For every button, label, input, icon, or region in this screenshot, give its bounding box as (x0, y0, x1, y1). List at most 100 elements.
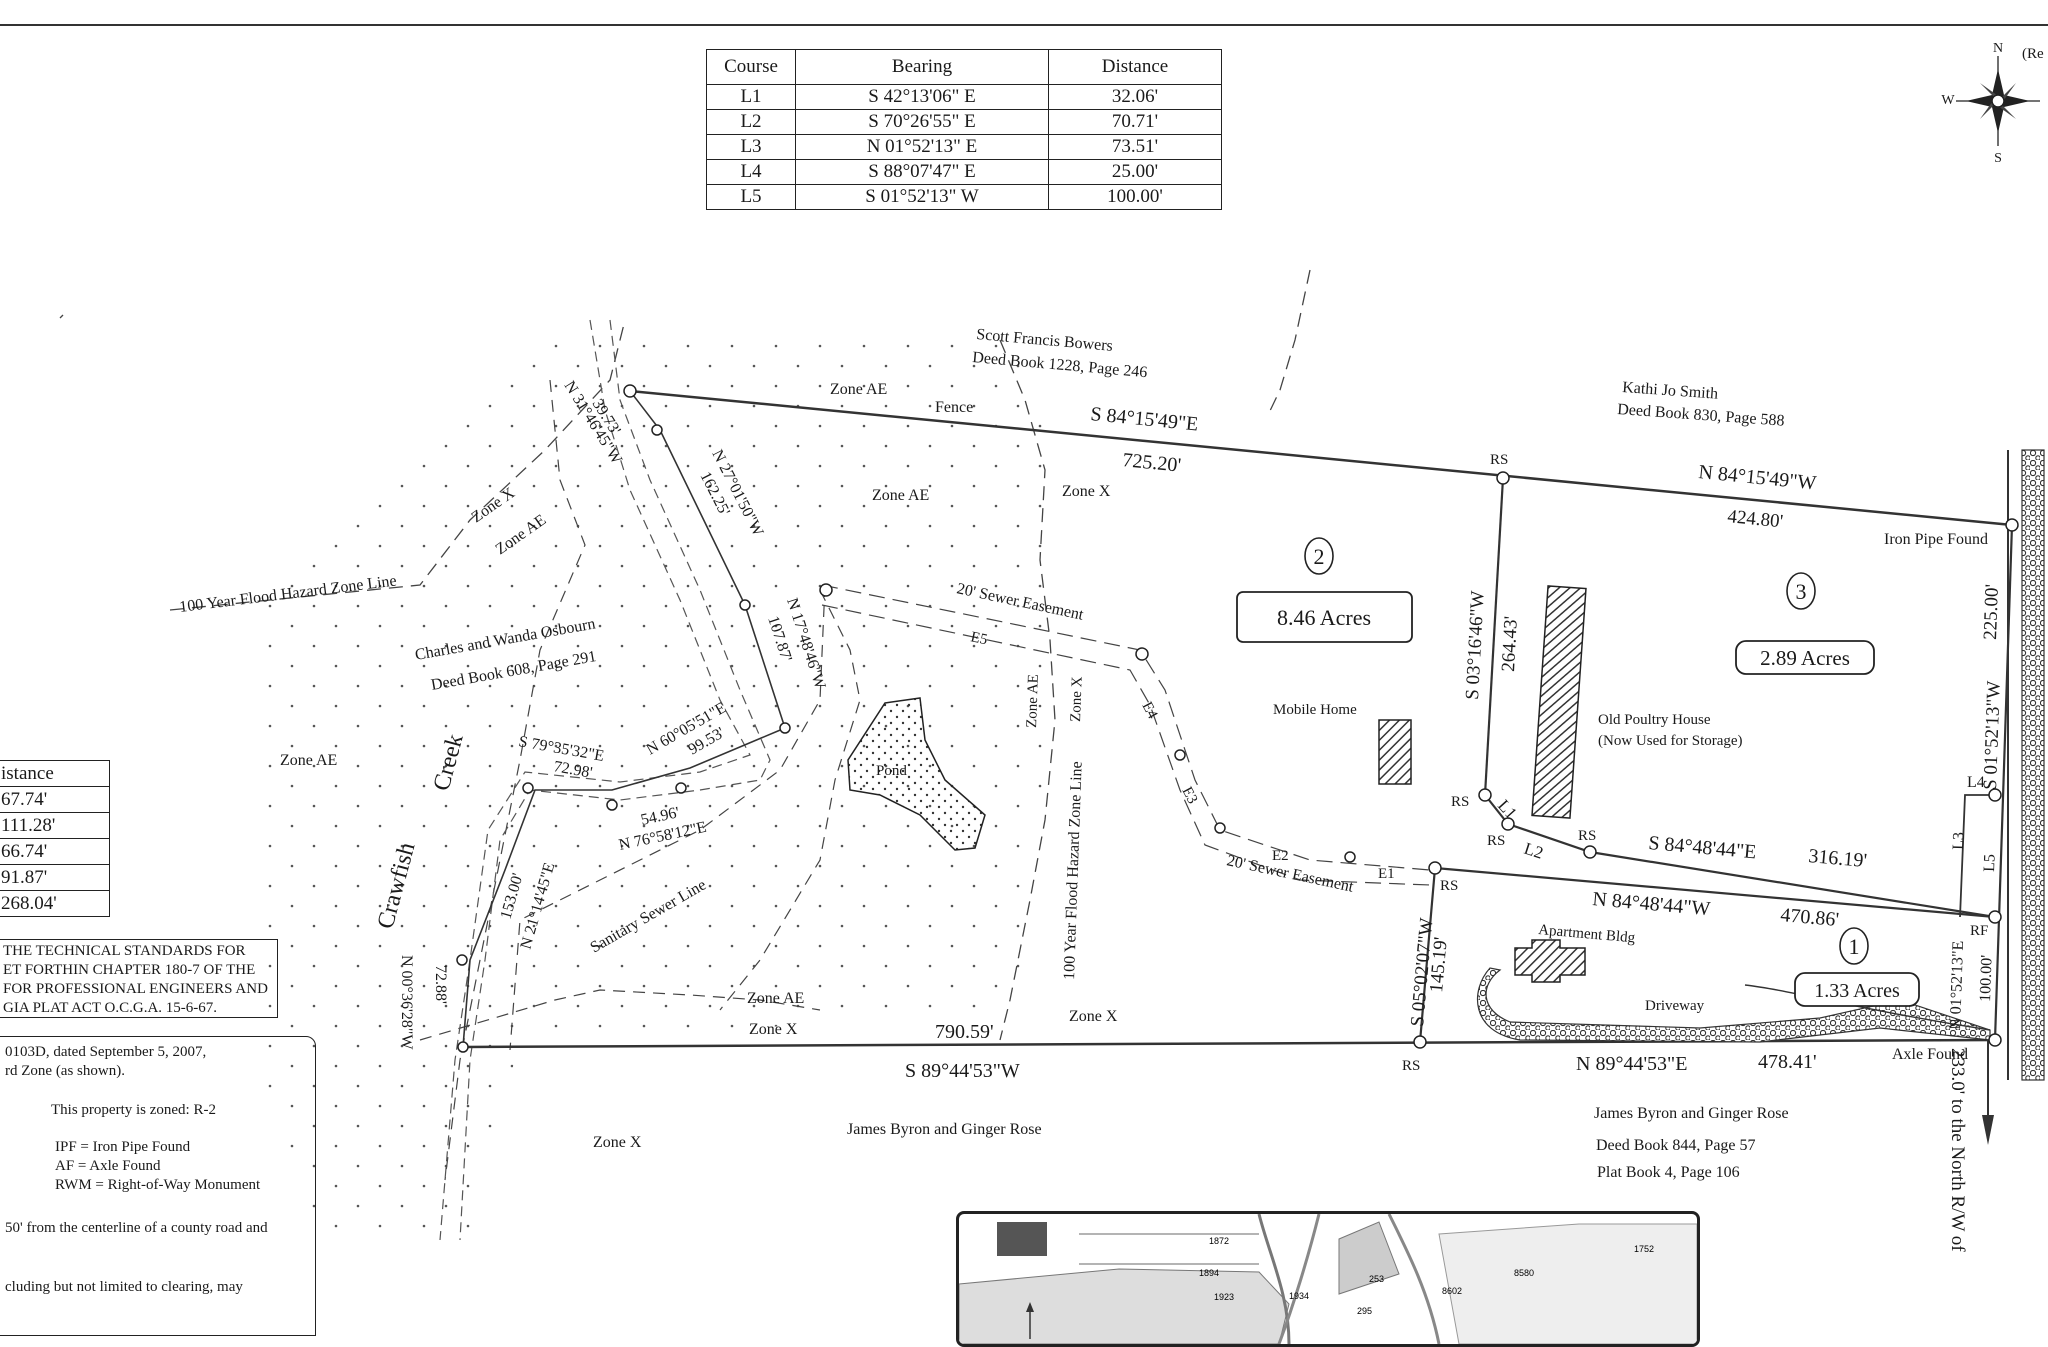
label-poultry-house: Old Poultry House (1598, 712, 1711, 728)
zone-ae-3: Zone AE (280, 752, 337, 769)
sewer-easement-south (821, 604, 1431, 886)
flood-zone-line-west (169, 319, 626, 611)
table-row: L1 S 42°13'06" E 32.06' (706, 84, 1222, 110)
table-row: 111.28' (0, 812, 110, 839)
rf-label: RF (1970, 923, 1988, 939)
course-cell: L4 (706, 159, 796, 185)
course-header-distance: Distance (1048, 49, 1222, 85)
bearing-south-left: S 89°44'53"W (905, 1060, 1020, 1082)
mobile-home-building (1378, 719, 1412, 785)
table-row: 66.74' (0, 838, 110, 865)
label-iron-pipe: Iron Pipe Found (1884, 531, 1988, 548)
note-rwm: RWM = Right-of-Way Monument (55, 1177, 261, 1193)
certification-line: ET FORTHIN CHAPTER 180-7 OF THE (3, 962, 256, 978)
bearing-south-right: N 89°44'53"E (1576, 1053, 1687, 1075)
note-ipf: IPF = Iron Pipe Found (55, 1139, 191, 1155)
distance-cell: 32.06' (1048, 84, 1222, 110)
bearing-tract1-east: N 01°52'13"E (1947, 940, 1967, 1030)
vicinity-map: 1872 1894 1923 1934 253 295 8580 8602 17… (956, 1211, 1700, 1347)
owner-rose-south-left: James Byron and Ginger Rose (847, 1121, 1042, 1138)
tract-1-box (1794, 972, 1920, 1007)
label-north-rw: 233.0' to the North R/W of (1947, 1048, 1968, 1252)
vicinity-parcel: 1934 (1289, 1291, 1309, 1301)
tract-1-circle (1839, 927, 1869, 965)
table-row: L5 S 01°52'13" W 100.00' (706, 184, 1222, 210)
monument-markers (456, 384, 2019, 1053)
curve-distance-cell: 67.74' (0, 786, 110, 813)
note-line: rd Zone (as shown). (5, 1063, 125, 1079)
tract-3-number: 3 (1796, 579, 1807, 604)
curve-distance-cell: 111.28' (0, 812, 110, 839)
compass-w: W (1941, 93, 1955, 108)
table-row: 91.87' (0, 864, 110, 891)
label-mobile-home: Mobile Home (1273, 702, 1357, 718)
bearing-tract1-north: N 84°48'44"W (1592, 888, 1712, 920)
dist-tract3-west: 264.43' (1498, 616, 1522, 673)
bearing-tract3-west: S 03°16'46"W (1462, 590, 1489, 700)
tract-2-circle (1304, 537, 1334, 575)
easement-e5: E5 (969, 629, 989, 648)
label-axle-found: Axle Found (1892, 1046, 1968, 1063)
compass-s: S (1994, 151, 2002, 166)
course-l3: L3 (1950, 832, 1968, 850)
east-boundary-line (1993, 524, 2014, 1041)
curve-distance-cell: 91.87' (0, 864, 110, 891)
course-cell: L5 (706, 184, 796, 210)
owner-rose-plat: Plat Book 4, Page 106 (1597, 1164, 1740, 1181)
tract-3-circle (1786, 572, 1816, 610)
table-row: L4 S 88°07'47" E 25.00' (706, 159, 1222, 185)
compass-rose-icon (1956, 56, 2040, 146)
dist-south-right: 478.41' (1758, 1051, 1817, 1073)
north-rw-arrow-head (1982, 1115, 1994, 1145)
certification-line: GIA PLAT ACT O.C.G.A. 15-6-67. (3, 1000, 218, 1016)
bearing-tract3-south: S 84°48'44"E (1648, 832, 1758, 863)
dist-south-left: 790.59' (935, 1021, 994, 1043)
note-af: AF = Axle Found (55, 1158, 161, 1174)
boundary-west-creek (462, 390, 786, 1048)
vicinity-parcel: 8580 (1514, 1268, 1534, 1278)
dist-tract1-east: 100.00' (1977, 955, 1996, 1003)
dist-tract3-south: 316.19' (1808, 845, 1868, 872)
tract3-l3-l4-l5 (1959, 794, 1995, 918)
boundary-north (629, 389, 2013, 527)
certification-box: THE TECHNICAL STANDARDS FOR ET FORTHIN C… (0, 939, 278, 1018)
rs-label-3: RS (1487, 833, 1505, 849)
tract-3-box (1735, 640, 1875, 675)
certification-line: FOR PROFESSIONAL ENGINEERS AND (3, 981, 268, 997)
top-left-dashed-line (59, 314, 64, 319)
north-dashed-line (1267, 269, 1311, 416)
course-table-header: Course Bearing Distance (706, 49, 1222, 85)
dist-east-line: 225.00' (1980, 584, 2003, 640)
tract-2-number: 2 (1314, 544, 1325, 569)
compass-n: N (1993, 41, 2003, 56)
note-line: 0103D, dated September 5, 2007, (5, 1044, 207, 1060)
easement-e3: E3 (1178, 784, 1200, 806)
dist-creek-5: 72.98' (552, 758, 593, 782)
easement-e2: E2 (1272, 848, 1289, 864)
pond (847, 697, 986, 851)
flood-zone-ae-area (260, 330, 1060, 1230)
label-fence: Fence (935, 399, 973, 416)
course-cell: L2 (706, 109, 796, 135)
course-header-course: Course (706, 49, 796, 85)
zone-x-1: Zone X (1062, 483, 1111, 500)
bearing-cell: S 01°52'13" W (795, 184, 1049, 210)
tract-3-acres: 2.89 Acres (1760, 646, 1850, 670)
creek-bank-1 (459, 319, 771, 1241)
table-row: istance (0, 760, 110, 787)
compass-edge-text: (Re (2022, 46, 2044, 62)
bearing-east-line: S 01°52'13"W (1980, 680, 2005, 790)
course-header-bearing: Bearing (795, 49, 1049, 85)
distance-cell: 100.00' (1048, 184, 1222, 210)
table-row: L3 N 01°52'13" E 73.51' (706, 134, 1222, 160)
zone-x-3: Zone X (1069, 1008, 1118, 1025)
bearing-cell: N 01°52'13" E (795, 134, 1049, 160)
curve-distance-table: istance 67.74' 111.28' 66.74' 91.87' 268… (0, 760, 110, 917)
road-gravel (2021, 449, 2045, 1081)
distance-cell: 73.51' (1048, 134, 1222, 160)
bearing-creek-8: N 00°36'28"W (398, 955, 415, 1050)
tract3-south-line (1484, 794, 1996, 919)
bearing-north-right: N 84°15'49"W (1698, 461, 1818, 494)
vicinity-parcel: 1923 (1214, 1292, 1234, 1302)
dist-north-right: 424.80' (1727, 506, 1784, 532)
